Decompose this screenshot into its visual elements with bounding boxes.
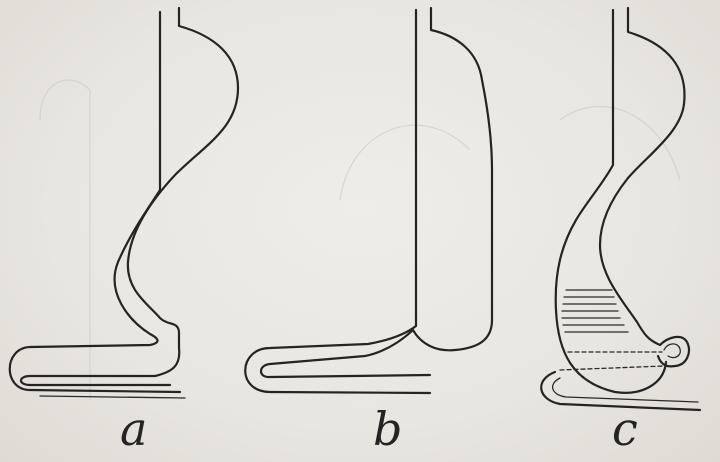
figure-a-right-wall (21, 8, 238, 385)
figure-c-drawing (541, 8, 700, 410)
figure-a-lower-curve (40, 396, 185, 398)
figure-c-fluid-bottom (560, 366, 664, 370)
figure-c-label: c (612, 406, 638, 452)
figure-c-left-wall (556, 10, 666, 393)
figure-a-drawing (10, 8, 238, 398)
figure-b-left-wall (245, 10, 430, 393)
figure-c-duodenum-inner (553, 378, 698, 402)
figure-b-right-wall (261, 8, 492, 377)
figure-a-left-wall (10, 12, 180, 392)
figure-b-label: b (373, 406, 402, 452)
figure-a-label: a (120, 406, 147, 452)
figure-c-inner-loop (664, 344, 680, 358)
figure-b-drawing (245, 8, 492, 393)
